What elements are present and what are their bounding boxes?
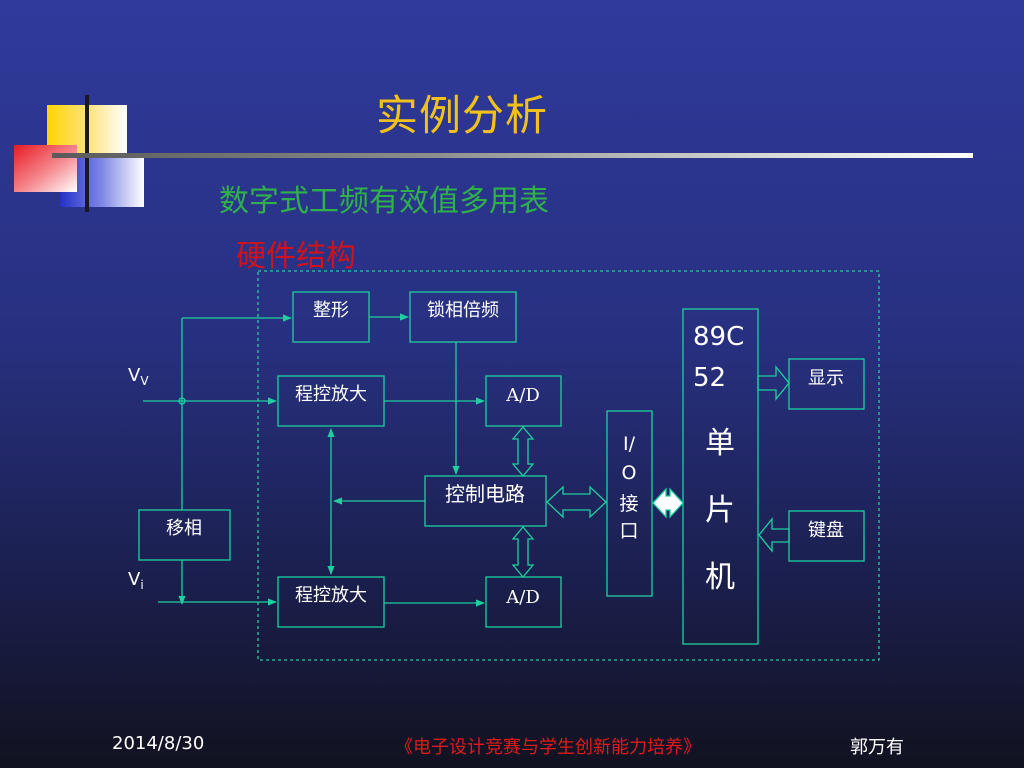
section-heading: 硬件结构 bbox=[236, 239, 356, 274]
io-block bbox=[606, 410, 653, 597]
io-label-line-1: I/ bbox=[623, 433, 636, 455]
pll-label: 锁相倍频 bbox=[427, 300, 499, 321]
mcu-model-line-2: 52 bbox=[693, 363, 726, 393]
slide-title: 实例分析 bbox=[375, 91, 548, 140]
adc-top-label: A/D bbox=[505, 385, 540, 406]
io-mcu-arrow bbox=[652, 487, 684, 519]
vi-label: Vi bbox=[128, 569, 144, 592]
footer-course: 《电子设计竞赛与学生创新能力培养》 bbox=[395, 737, 701, 758]
diagram-frame bbox=[257, 270, 880, 661]
phase-shift-block bbox=[138, 509, 231, 561]
phase-shift-label: 移相 bbox=[166, 518, 202, 539]
footer-author: 郭万有 bbox=[850, 737, 904, 758]
red-square bbox=[14, 145, 77, 192]
slide-subtitle: 数字式工频有效值多用表 bbox=[219, 184, 549, 219]
mcu-name-line-3: 机 bbox=[705, 560, 735, 595]
mcu-model-line-1: 89C bbox=[693, 322, 744, 352]
mcu-display-arrow bbox=[757, 365, 790, 401]
io-label-line-2: O bbox=[622, 462, 637, 484]
mcu-name-line-1: 单 bbox=[705, 426, 735, 461]
adc-top-block bbox=[485, 375, 562, 427]
corner-decoration bbox=[14, 95, 144, 212]
title-rule bbox=[52, 153, 973, 158]
shaping-label: 整形 bbox=[313, 300, 349, 321]
keyboard-mcu-arrow bbox=[758, 517, 790, 553]
vv-label: VV bbox=[128, 365, 149, 388]
pga-bottom-block bbox=[277, 576, 385, 628]
adc-bottom-label: A/D bbox=[505, 587, 540, 608]
control-io-arrow bbox=[546, 485, 607, 519]
keyboard-label: 键盘 bbox=[808, 520, 844, 541]
mcu-block bbox=[682, 308, 759, 645]
display-label: 显示 bbox=[808, 368, 844, 389]
control-label: 控制电路 bbox=[445, 482, 525, 506]
io-label-line-4: 口 bbox=[619, 520, 638, 542]
footer-date: 2014/8/30 bbox=[112, 733, 205, 754]
io-label-line-3: 接 bbox=[619, 493, 638, 515]
pll-block bbox=[409, 291, 517, 343]
adc-top-control-arrow bbox=[511, 425, 535, 478]
mcu-name-line-2: 片 bbox=[705, 493, 735, 528]
pga-bottom-label: 程控放大 bbox=[295, 585, 367, 606]
adc-bottom-control-arrow bbox=[511, 525, 535, 579]
pga-top-label: 程控放大 bbox=[295, 384, 367, 405]
